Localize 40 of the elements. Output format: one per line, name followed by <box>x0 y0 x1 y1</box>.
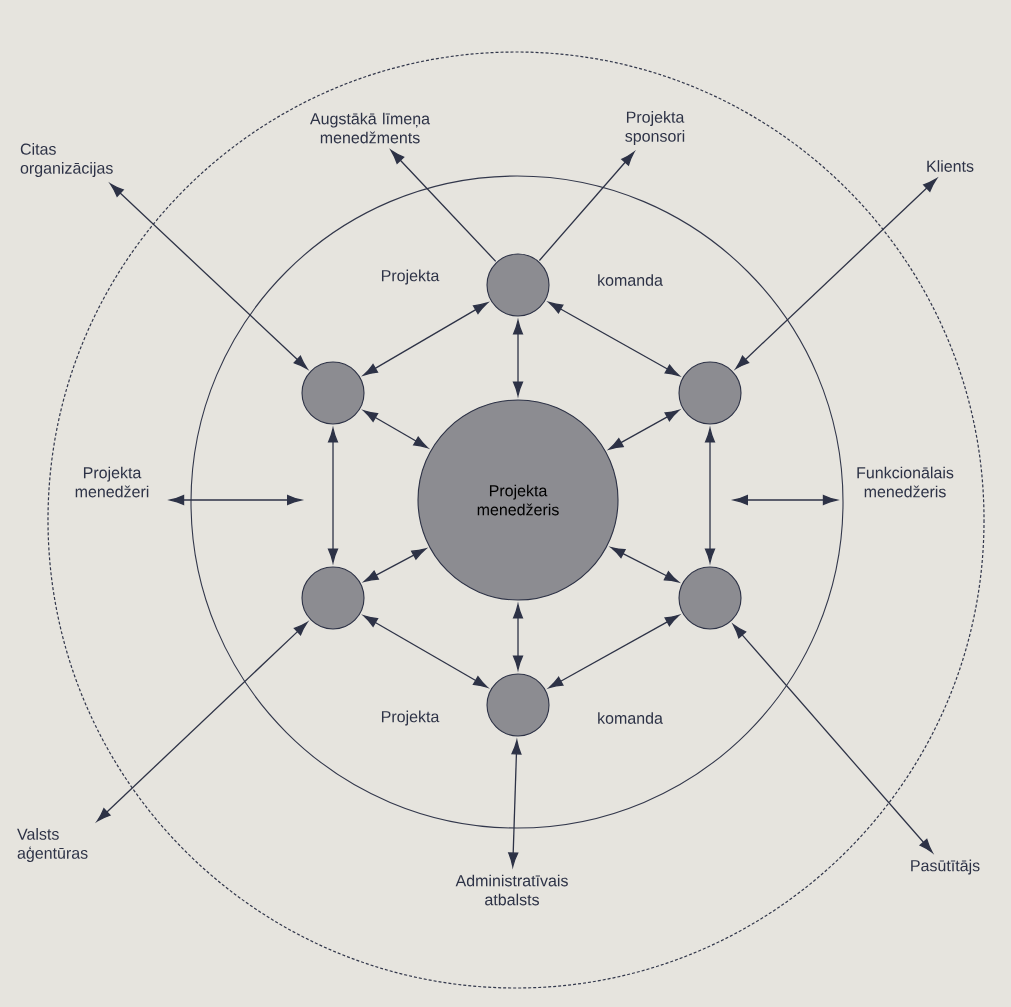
team-label: komanda <box>598 274 663 286</box>
arrow <box>512 320 524 396</box>
arrow <box>538 151 635 262</box>
stakeholder-label: Funkcionālais menedžeris <box>857 466 954 498</box>
stakeholder-label: Projekta menedžeri <box>75 466 149 498</box>
arrow <box>363 615 488 688</box>
arrow <box>363 302 488 376</box>
arrow <box>512 604 524 670</box>
arrow <box>508 739 522 867</box>
arrow <box>390 149 497 262</box>
arrow <box>548 614 680 689</box>
arrow <box>608 409 680 450</box>
small-circle <box>301 566 365 630</box>
stakeholder-label: Administratīvais atbalsts <box>455 874 568 906</box>
stakeholder-label: Klients <box>927 160 974 172</box>
arrow <box>733 494 838 506</box>
small-circle <box>301 361 365 425</box>
arrow <box>732 624 933 853</box>
stakeholder-label: Pasūtītājs <box>911 859 980 875</box>
team-label: Projekta <box>382 710 440 726</box>
arrow <box>169 494 302 506</box>
arrow <box>610 546 679 583</box>
arrow <box>327 428 339 563</box>
small-circle <box>678 361 742 425</box>
arrow <box>548 301 680 377</box>
small-circle <box>486 253 550 317</box>
arrow <box>363 548 427 582</box>
arrow <box>96 621 308 822</box>
arrow <box>109 183 308 370</box>
stakeholder-label: Augstākā līmeņa menedžments <box>310 112 430 144</box>
arrow <box>363 410 429 449</box>
arrow <box>735 178 938 370</box>
small-circle <box>486 673 550 737</box>
stakeholder-label: Valsts aģentūras <box>17 828 88 862</box>
arrow <box>704 428 716 563</box>
team-label: komanda <box>598 712 663 724</box>
stakeholder-label: Projekta sponsori <box>625 111 685 145</box>
small-circle <box>678 566 742 630</box>
stakeholder-label: Citas organizācijas <box>20 143 113 177</box>
team-label: Projekta <box>382 269 440 285</box>
